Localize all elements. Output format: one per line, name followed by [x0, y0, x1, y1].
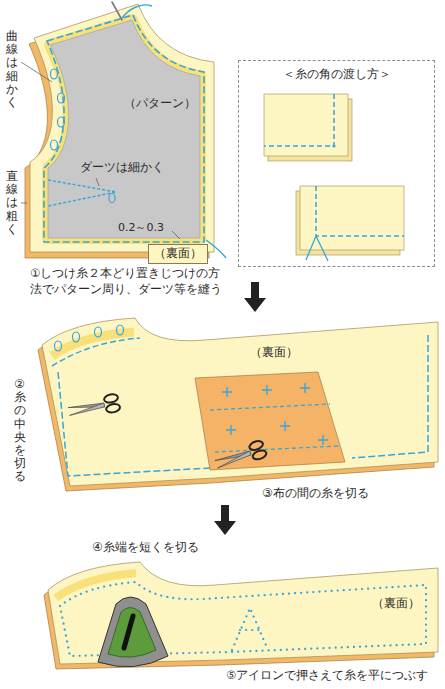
scissors-icon [67, 393, 121, 421]
corner-stitch [332, 144, 335, 147]
scissors-handle [252, 449, 268, 461]
basting-stitch [52, 338, 140, 366]
thread-loop [58, 117, 65, 127]
fabric-square [300, 186, 404, 250]
leader-line [96, 178, 99, 186]
fabric-piece [30, 4, 214, 252]
needle [112, 2, 122, 20]
thread-tail [306, 236, 328, 261]
seam-band [52, 332, 134, 356]
step-arrow [244, 282, 266, 312]
basting-stitch [58, 372, 210, 476]
basting-stitch [264, 94, 334, 146]
box-heading: （裏面） [154, 246, 202, 261]
basting-stitch [44, 15, 204, 242]
scissors-blade [215, 448, 251, 467]
dimension-mark [172, 231, 180, 239]
step-caption: ⑤アイロンで押さえて糸を平につぶす [226, 668, 428, 682]
thread-loop [109, 194, 115, 203]
technique-note: 直線は粗く [6, 170, 18, 236]
dimension-label: 0.2～0.3 [118, 221, 164, 235]
step-caption: ①しつけ糸２本どり置きじつけの方法でパターン周り、ダーツ等を縫う [30, 266, 230, 297]
side-label: （裏面） [250, 345, 298, 360]
thread-loop [58, 93, 65, 103]
thread-marks [222, 383, 328, 445]
thread-dots [232, 608, 268, 650]
fabric-fold [195, 372, 345, 470]
technique-note: ダーツは細かく [80, 160, 164, 175]
inset-panel: ＜糸の角の渡し方＞ [238, 60, 435, 267]
scissors-handle [105, 403, 120, 414]
scissors-blade [68, 400, 105, 414]
seam-band [48, 20, 200, 238]
scissors-icon [213, 439, 267, 473]
thread-loop [73, 332, 80, 342]
thread-tail [122, 5, 152, 18]
fabric-piece [42, 318, 438, 486]
basting-stitch [210, 404, 338, 452]
pattern-label: （パターン） [124, 96, 196, 111]
fabric-square [264, 94, 348, 156]
box-heading: ＜糸の角の渡し方＞ [283, 67, 391, 82]
technique-note: 曲線は細かく [6, 30, 18, 109]
iron-body [98, 597, 168, 667]
thread-loop [51, 69, 58, 79]
dart-stitch [48, 180, 116, 206]
thread-loop [55, 341, 62, 351]
seam-band [56, 573, 136, 598]
iron-handle [124, 616, 133, 648]
thread-loop [51, 140, 58, 150]
leader-line [21, 203, 27, 204]
step-caption: ④糸端を短くを切る [92, 540, 199, 555]
basting-stitch [316, 186, 404, 236]
side-label: （裏面） [372, 596, 420, 611]
basting-stitch [352, 335, 428, 458]
step-arrow [214, 505, 236, 535]
step-caption: ②糸の中央を切る [14, 378, 26, 484]
thread-loop [95, 327, 102, 337]
step-caption: ③布の間の糸を切る [262, 486, 369, 501]
iron-top [108, 608, 156, 658]
scissors-handle [103, 393, 118, 404]
scissors-blade [69, 403, 105, 415]
scissors-blade [216, 451, 252, 468]
iron-icon [98, 597, 168, 667]
side-label-box: （裏面） [148, 244, 208, 264]
thread-loop [117, 325, 124, 335]
leader-line [21, 62, 52, 82]
paper-pattern [48, 20, 200, 238]
thread-tail [206, 240, 226, 258]
